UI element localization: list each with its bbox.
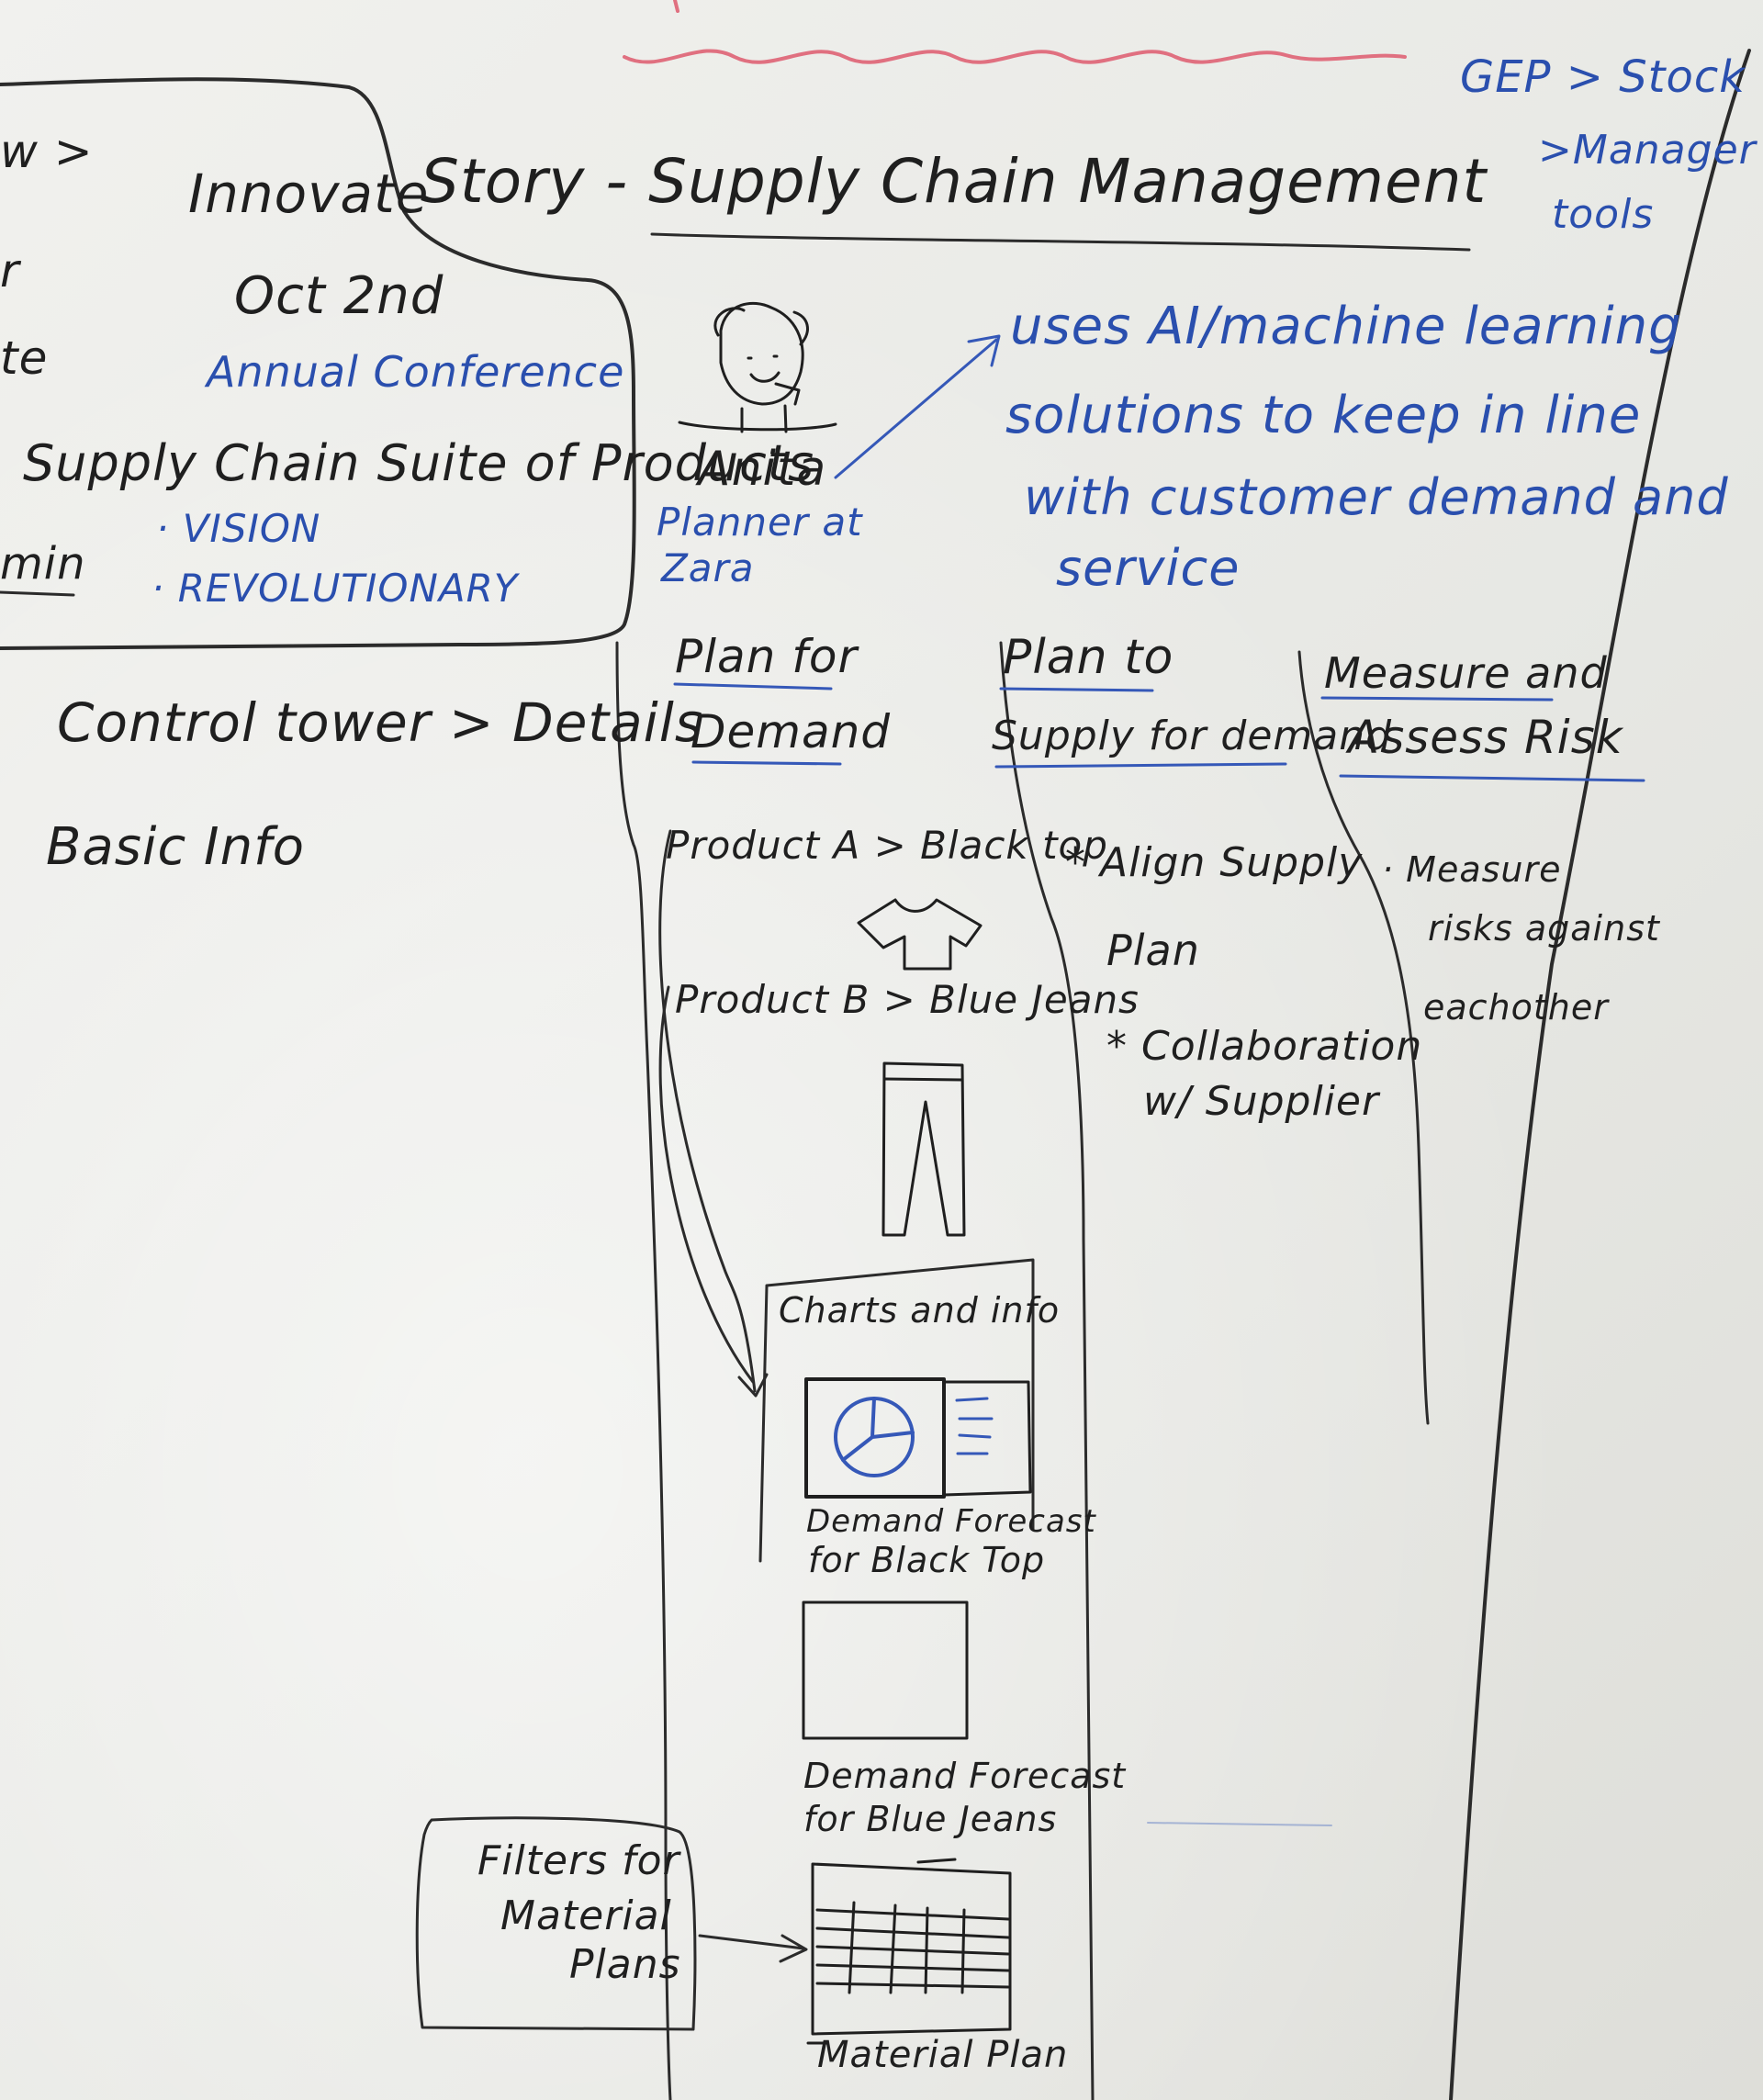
left-fragment-3: te [0, 331, 49, 385]
filters-line3: Plans [569, 1941, 681, 1988]
charts-heading: Charts and info [779, 1290, 1061, 1331]
supply-item-2-line1: * Collaboration [1106, 1023, 1423, 1070]
innovate-box [0, 77, 636, 650]
filters-line2: Material [500, 1892, 672, 1939]
blue-jeans-forecast-line2: for Blue Jeans [803, 1799, 1058, 1839]
black-top-forecast-line1: Demand Forecast [806, 1503, 1096, 1540]
suite-text: Supply Chain Suite of Products [23, 434, 815, 492]
plan-supply-header-line2: Supply for demand [992, 713, 1393, 759]
vision-bullet: · VISION [156, 506, 321, 551]
risk-header-line2: Assess Risk [1348, 711, 1623, 764]
risk-item-line3: eachother [1423, 987, 1609, 1028]
left-fragment-4: min [0, 538, 86, 590]
supply-item-1-line1: * Align Supply [1065, 839, 1364, 886]
page-title: Story - Supply Chain Management [421, 146, 1488, 217]
plan-supply-header-line1: Plan to [1003, 630, 1174, 685]
risk-item-line1: · Measure [1382, 849, 1562, 890]
supply-item-1-line2: Plan [1106, 926, 1200, 975]
persona-note-line1: uses AI/machine learning [1010, 297, 1682, 356]
risk-item-line2: risks against [1428, 908, 1660, 949]
t-shirt-sketch-icon [857, 898, 983, 971]
filters-line1: Filters for [477, 1837, 680, 1884]
risk-header-line1: Measure and [1324, 648, 1608, 698]
material-plan-label: Material Plan [817, 2034, 1069, 2076]
filters-box [415, 1816, 697, 2031]
jeans-sketch-icon [882, 1061, 966, 1237]
pie-chart-frame [804, 1377, 946, 1499]
charts-box [758, 1258, 1035, 1563]
event-date: Oct 2nd [234, 266, 444, 326]
control-tower-note: Control tower > Details [57, 691, 704, 754]
product-b-label: Product B > Blue Jeans [675, 977, 1140, 1022]
blue-jeans-forecast-frame [802, 1600, 969, 1740]
blue-jeans-forecast-line1: Demand Forecast [803, 1756, 1127, 1796]
supply-item-2-line2: w/ Supplier [1143, 1078, 1380, 1125]
pie-chart-sketch-icon [834, 1397, 915, 1477]
gep-stock-note: GEP > Stock [1460, 51, 1746, 103]
basic-info-note: Basic Info [46, 817, 306, 877]
board-edge-line [1449, 49, 1751, 2100]
black-top-forecast-line2: for Black Top [808, 1540, 1046, 1580]
plan-demand-header-line2: Demand [691, 705, 892, 758]
arrow-icon [834, 334, 1001, 479]
grid-table-sketch-icon [806, 1858, 1012, 2045]
plan-demand-header-line1: Plan for [675, 630, 859, 683]
event-name: Annual Conference [207, 347, 625, 397]
product-a-label: Product A > Black top [666, 823, 1108, 868]
persona-name: Anita [698, 442, 827, 497]
persona-note-line3: with customer demand and [1024, 468, 1729, 526]
filters-arrow [698, 1934, 808, 1963]
persona-role-line2: Zara [661, 545, 755, 590]
left-fragment-1: w > [0, 125, 94, 178]
persona-note-line4: service [1056, 539, 1241, 597]
persona-role-line1: Planner at [657, 500, 863, 545]
persona-note-line2: solutions to keep in line [1005, 386, 1642, 445]
person-sketch-icon [678, 301, 837, 433]
manager-note: >Manager [1538, 127, 1757, 174]
innovate-heading: Innovate [188, 163, 430, 225]
tools-note: tools [1552, 191, 1655, 238]
list-lines-icon [955, 1397, 994, 1455]
revolutionary-bullet: · REVOLUTIONARY [152, 566, 519, 611]
red-wavy-line [623, 49, 1407, 64]
left-fragment-2: r [0, 244, 20, 298]
title-underline [650, 232, 1471, 252]
